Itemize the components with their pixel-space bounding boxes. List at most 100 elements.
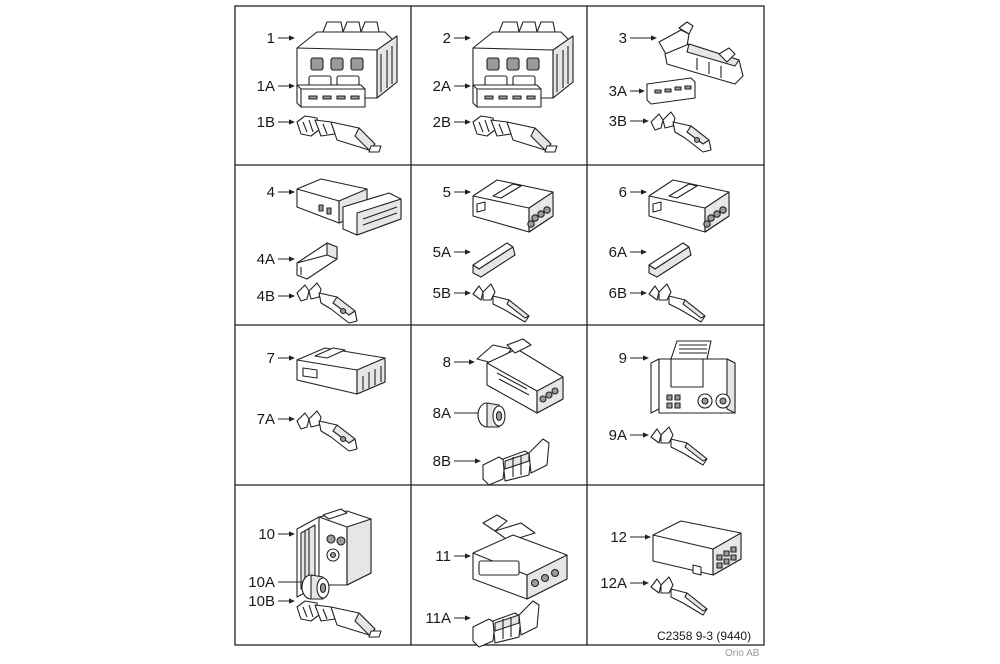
leader-arrow [465, 119, 471, 125]
part-drawing-11A [472, 600, 540, 648]
part-label-1A: 1A [257, 78, 275, 95]
part-label-9: 9 [619, 350, 627, 367]
leader-arrow [645, 534, 651, 540]
cell-3: 3 3A 3B [609, 21, 744, 153]
part-label-10B: 10B [248, 593, 275, 610]
part-drawing-6A [648, 242, 692, 278]
part-drawing-4 [296, 178, 402, 236]
cell-8: 8 8A 8B [433, 338, 564, 486]
part-label-6A: 6A [609, 244, 627, 261]
parts-grid [234, 5, 765, 646]
leader-arrow [641, 189, 647, 195]
part-drawing-5 [472, 179, 554, 233]
leader-arrow [289, 293, 295, 299]
leader-arrow [643, 355, 649, 361]
leader-arrow [465, 83, 471, 89]
part-label-12: 12 [610, 529, 627, 546]
part-label-6: 6 [619, 184, 627, 201]
part-label-2A: 2A [433, 78, 451, 95]
part-label-3B: 3B [609, 113, 627, 130]
leader-arrow [465, 35, 471, 41]
part-drawing-1B [296, 115, 382, 153]
cell-7: 77A [257, 347, 386, 452]
part-drawing-12 [652, 520, 742, 576]
part-label-11: 11 [435, 548, 451, 565]
part-drawing-3 [658, 21, 744, 85]
part-drawing-6 [648, 179, 730, 233]
part-label-10A: 10A [248, 574, 275, 591]
cell-1: 1 1A 1B [257, 21, 398, 153]
leader-arrow [465, 249, 471, 255]
part-drawing-2A [472, 84, 542, 108]
part-label-1: 1 [267, 30, 275, 47]
part-label-4B: 4B [257, 288, 275, 305]
part-drawing-12A [650, 576, 708, 616]
part-drawing-9 [650, 340, 736, 414]
part-label-4: 4 [267, 184, 275, 201]
part-drawing-9A [650, 426, 708, 466]
part-drawing-7A [296, 410, 358, 452]
part-label-8: 8 [443, 354, 451, 371]
leader-arrow [289, 256, 295, 262]
leader-arrow [469, 359, 475, 365]
part-drawing-3B [650, 111, 712, 153]
cell-6: 6 6A 6B [609, 179, 730, 323]
cell-11: 11 11A [425, 514, 568, 648]
part-label-4A: 4A [257, 251, 275, 268]
leader-arrow [289, 531, 295, 537]
cell-12: 12 12A [600, 520, 742, 616]
leader-arrow [289, 189, 295, 195]
part-label-6B: 6B [609, 285, 627, 302]
leader-arrow [643, 432, 649, 438]
part-label-11A: 11A [425, 610, 451, 627]
part-drawing-11 [472, 514, 568, 600]
leader-arrow [651, 35, 657, 41]
leader-arrow [289, 35, 295, 41]
part-drawing-5B [472, 283, 530, 323]
part-label-3: 3 [619, 30, 627, 47]
part-label-12A: 12A [600, 575, 627, 592]
part-drawing-8 [476, 338, 564, 414]
part-label-1B: 1B [257, 114, 275, 131]
cell-9: 9 9A [609, 340, 736, 466]
cell-2: 2 2A 2B [433, 21, 574, 153]
leader-arrow [465, 290, 471, 296]
leader-arrow [465, 189, 471, 195]
part-label-5A: 5A [433, 244, 451, 261]
part-drawing-7 [296, 347, 386, 395]
part-drawing-10A [301, 574, 330, 600]
part-label-2: 2 [443, 30, 451, 47]
leader-arrow [289, 416, 295, 422]
part-drawing-2B [472, 115, 558, 153]
part-label-2B: 2B [433, 114, 451, 131]
leader-arrow [289, 83, 295, 89]
leader-arrow [465, 553, 471, 559]
part-label-8A: 8A [433, 405, 451, 422]
part-drawing-8B [482, 438, 550, 486]
leader-arrow [639, 88, 645, 94]
leader-arrow [289, 355, 295, 361]
leader-arrow [643, 580, 649, 586]
cell-4: 4 4A 4B [257, 178, 402, 324]
part-label-8B: 8B [433, 453, 451, 470]
part-label-3A: 3A [609, 83, 627, 100]
part-label-5B: 5B [433, 285, 451, 302]
part-drawing-3A [646, 77, 696, 105]
part-label-9A: 9A [609, 427, 627, 444]
part-drawing-5A [472, 242, 516, 278]
copyright-credit: Orio AB [725, 648, 760, 659]
leader-arrow [289, 598, 295, 604]
leader-arrow [289, 119, 295, 125]
part-label-7: 7 [267, 350, 275, 367]
drawing-reference: C2358 9-3 (9440) [657, 629, 752, 643]
part-drawing-4A [296, 242, 338, 280]
part-drawing-4B [296, 282, 358, 324]
leader-arrow [465, 615, 471, 621]
part-drawing-10B [296, 600, 382, 638]
leader-arrow [641, 290, 647, 296]
part-drawing-8A [477, 402, 506, 428]
part-drawing-6B [648, 283, 706, 323]
